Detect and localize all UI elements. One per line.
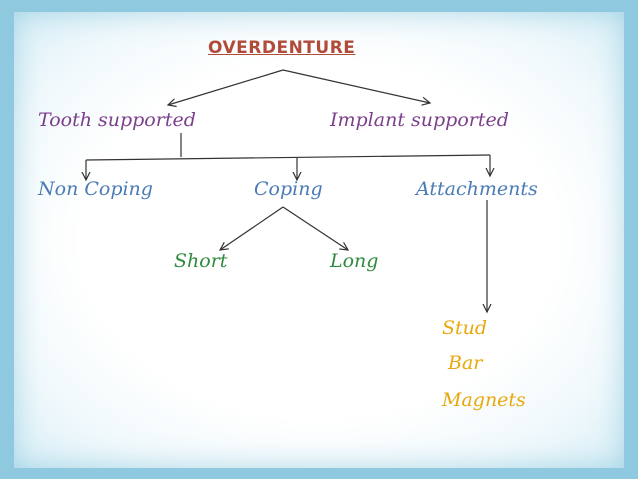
node-tooth-supported: Tooth supported bbox=[38, 109, 196, 131]
node-short: Short bbox=[174, 250, 228, 272]
node-implant-supported: Implant supported bbox=[330, 109, 509, 131]
node-bar: Bar bbox=[448, 352, 483, 374]
node-attachments: Attachments bbox=[416, 178, 538, 200]
node-long: Long bbox=[330, 250, 379, 272]
node-overdenture: OVERDENTURE bbox=[208, 38, 356, 58]
node-magnets: Magnets bbox=[442, 389, 526, 411]
node-stud: Stud bbox=[442, 317, 488, 339]
node-coping: Coping bbox=[254, 178, 323, 200]
node-non-coping: Non Coping bbox=[38, 178, 153, 200]
slide-frame bbox=[14, 12, 624, 468]
